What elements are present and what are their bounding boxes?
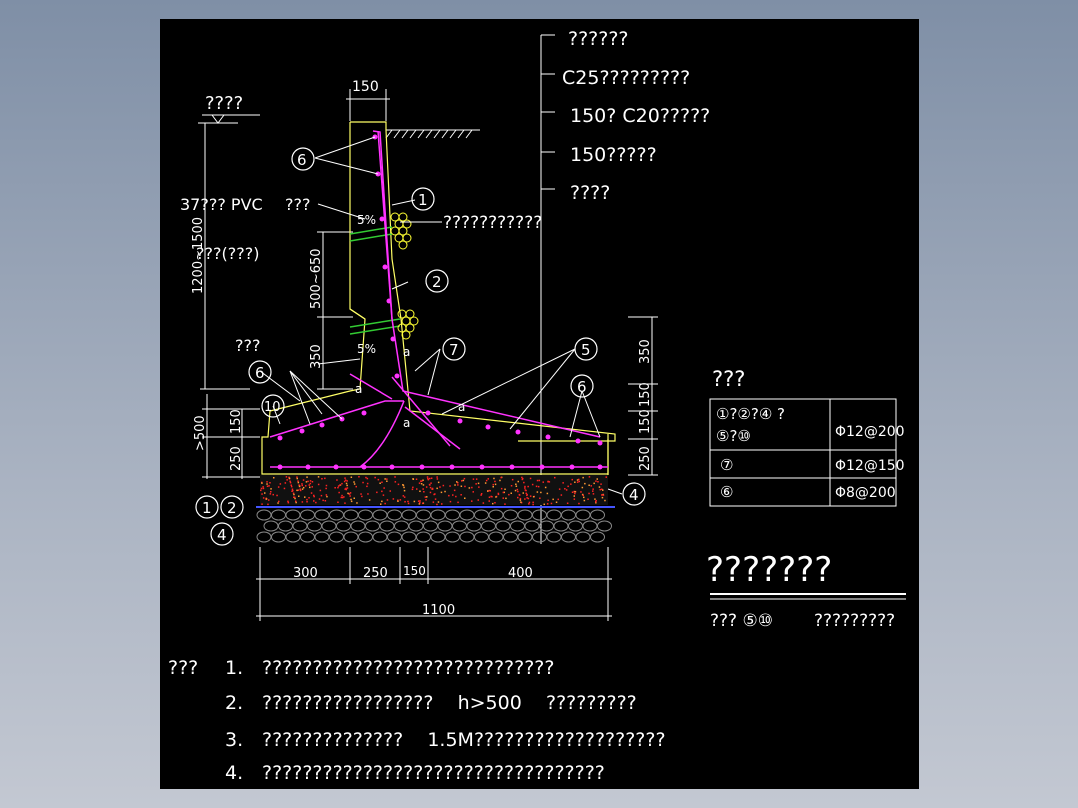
mid-dim-lines [317,231,353,390]
dim-250-left: 250 [229,446,244,471]
cushion-layer [260,475,608,506]
left-low-label: ??? [235,336,260,355]
gravel-label: ??????????? [443,213,542,233]
note-3-text: ?????????????? 1.5M??????????????????? [262,729,666,751]
water-level-label: ???? [205,93,243,114]
left-height-dim [200,123,250,390]
left-mid-label: ???(???) [196,244,259,263]
note-2-text: ????????????????? h>500 ????????? [262,692,637,714]
slope-lower: 5% [357,342,376,356]
callout-2: 2 [432,273,442,291]
layer-label-4: 150????? [570,144,657,166]
callout-1: 1 [418,191,428,209]
layer-label-2: C25????????? [562,67,690,89]
bottom-dim-250: 250 [363,566,388,581]
drawing-title: ??????? [706,550,832,590]
wall-outline [261,121,616,475]
gravel-bag-lower [397,309,419,340]
rebar-row-1-items-2: ⑤?⑩ [716,427,751,445]
bottom-dim-400: 400 [508,566,533,581]
angle-mark-4: a [458,400,465,414]
layer-label-1: ?????? [568,28,629,50]
note-1-text: ????????????????????????????? [262,657,554,679]
bottom-dim-lines [256,547,612,621]
dim-150-left: 150 [229,409,244,434]
rebar-dots [277,134,603,470]
layer-label-3: 150? C20????? [570,105,710,127]
base-dim-left [202,394,260,479]
wall-thickness-dim-lines [346,89,390,121]
rebar-table [709,398,897,507]
callout-7: 7 [449,341,459,359]
rebar-row-1-items: ①?②?④ ? [716,405,785,423]
retaining-wall-section-drawing: ?????? C25????????? 150? C20????? 150???… [168,28,906,784]
callout-2-bottom: 2 [227,499,237,517]
ground-line [385,129,480,139]
subtitle-left: ??? ⑤⑩ [710,611,773,631]
callout-1-bottom: 1 [202,499,212,517]
rebar-lines [269,130,608,468]
callout-4-bottom: 4 [217,526,227,544]
layer-leader [540,34,555,544]
note-1-num: 1. [225,657,243,679]
water-level-symbol [198,114,260,124]
callout-leaders [259,136,623,495]
gravel-bag-upper [390,212,412,250]
dim-150-right-a: 150 [638,382,653,407]
callout-5: 5 [581,341,591,359]
rebar-table-title: ??? [712,367,745,391]
angle-mark-3: a [403,416,410,430]
dim-350-right: 350 [638,339,653,364]
dim-350-left: 350 [309,344,324,369]
angle-mark-1: a [403,345,410,359]
height-range-dim: 1200~1500 [191,217,206,294]
callout-6-left: 6 [255,364,265,382]
pvc-label: 37??? PVC [180,195,263,214]
cad-drawing-canvas: ?????? C25????????? 150? C20????? 150???… [160,19,919,789]
slope-upper: 5% [357,213,376,227]
layer-label-5: ???? [570,182,610,204]
right-dims [628,316,658,476]
gravel-base [256,509,612,543]
dim-gt500: >500 [193,415,208,451]
callout-4-right: 4 [629,486,639,504]
bottom-dim-300: 300 [293,566,318,581]
rebar-row-1-spec: Φ12@200 [835,424,905,440]
rebar-row-3-spec: Φ8@200 [835,485,896,501]
callout-6-top: 6 [297,151,307,169]
callout-6-right: 6 [577,378,587,396]
dim-500-650: 500~650 [309,248,324,309]
note-2-num: 2. [225,692,243,714]
title-underline [710,593,906,600]
note-4-text: ?????????????????????????????????? [262,762,605,784]
subtitle-right: ????????? [814,611,895,631]
bottom-dim-150: 150 [403,564,426,578]
angle-mark-2: a [355,382,362,396]
notes-label: ??? [168,657,198,679]
rebar-row-2-spec: Φ12@150 [835,458,905,474]
callout-numbers: 6 1 2 7 5 6 6 10 4 1 2 4 [202,151,639,544]
callout-circles [195,147,646,546]
rebar-row-2-items: ⑦ [720,456,733,474]
dim-150-right-b: 150 [638,409,653,434]
pvc-label-2: ??? [285,195,310,214]
total-width-dim: 1100 [422,603,455,618]
wall-thickness-dim: 150 [352,79,379,95]
rebar-row-3-items: ⑥ [720,483,733,501]
callout-10: 10 [264,400,281,415]
dim-250-right: 250 [638,446,653,471]
note-3-num: 3. [225,729,243,751]
note-4-num: 4. [225,762,243,784]
